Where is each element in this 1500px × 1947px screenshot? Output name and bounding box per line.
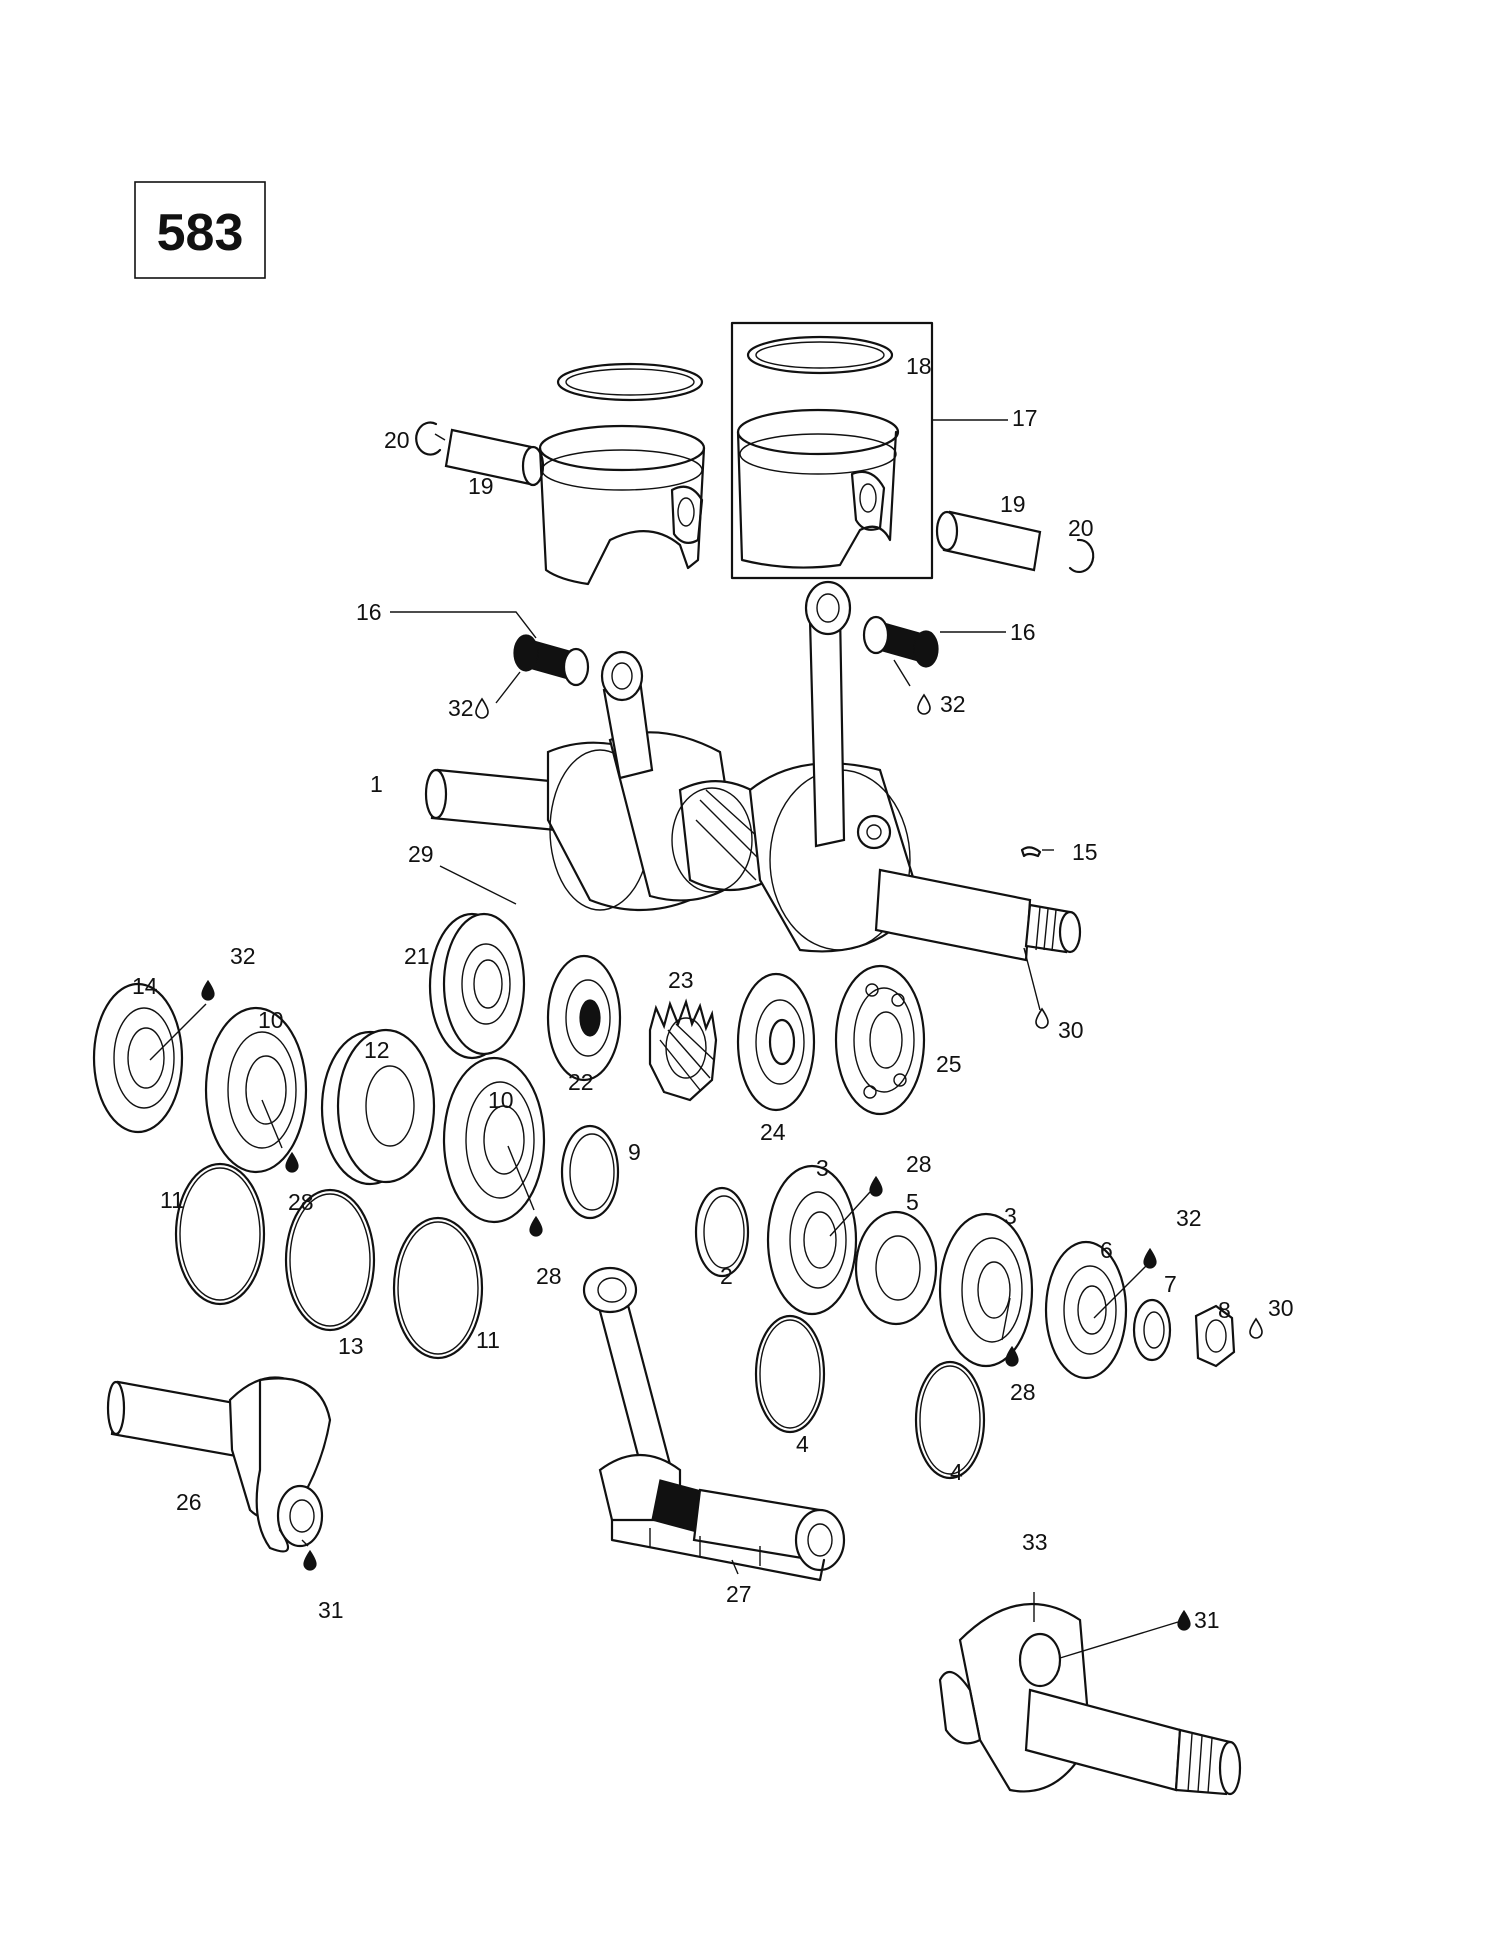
oil-drop-icon [917,694,931,715]
part-label: 2 [720,1263,733,1289]
seal-24 [736,972,816,1112]
part-label: 16 [356,599,382,625]
part-label: 30 [1058,1017,1084,1043]
part-label: 8 [1218,1297,1231,1323]
diagram-number-badge: 583 [134,181,266,279]
part-label: 29 [408,841,434,867]
part-label: 20 [1068,515,1094,541]
oil-drop-icon [1249,1318,1263,1339]
oil-drop-icon [475,698,489,719]
part-label: 14 [132,973,158,999]
bearing-3-right [938,1212,1034,1368]
part-label: 15 [1072,839,1098,865]
part-label: 6 [1100,1237,1113,1263]
grease-drop-icon [1143,1248,1157,1269]
piston-left-assembly [415,362,706,586]
part-label: 31 [1194,1607,1220,1633]
part-label: 32 [940,691,966,717]
part-label: 28 [906,1151,932,1177]
part-label: 10 [488,1087,514,1113]
part-label: 24 [760,1119,786,1145]
part-label: 21 [404,943,430,969]
part-label: 3 [1004,1203,1017,1229]
seal-6 [1044,1240,1128,1380]
part-label: 25 [936,1051,962,1077]
nut-8 [1194,1304,1236,1368]
bearing-21 [428,912,526,1060]
part-label: 10 [258,1007,284,1033]
part-label: 27 [726,1581,752,1607]
part-label: 22 [568,1069,594,1095]
o-rings-4 [754,1314,986,1480]
gear-23 [648,998,718,1102]
crank-half-33 [938,1602,1242,1796]
part-label: 7 [1164,1271,1177,1297]
part-label: 28 [536,1263,562,1289]
part-label: 32 [1176,1205,1202,1231]
part-label: 11 [160,1187,184,1213]
needle-bearing-left [513,634,590,687]
grease-drop-icon [1177,1610,1191,1631]
crank-half-26 [106,1376,332,1553]
part-label: 20 [384,427,410,453]
part-label: 18 [906,353,932,379]
part-label: 13 [338,1333,364,1359]
part-label: 9 [628,1139,641,1165]
part-label: 11 [476,1327,500,1353]
part-label: 23 [668,967,694,993]
needle-bearing-right [862,615,939,668]
part-labels: 20 19 18 17 19 20 16 16 32 32 1 15 29 21… [132,353,1294,1633]
grease-drop-icon [201,980,215,1001]
part-label: 4 [796,1431,809,1457]
leader-lines [149,419,1179,1659]
part-label: 33 [1022,1529,1048,1555]
part-label: 4 [950,1459,963,1485]
grease-drop-icon [869,1176,883,1197]
lock-washer-7 [1132,1298,1172,1362]
part-label: 12 [364,1037,390,1063]
part-label: 31 [318,1597,344,1623]
part-label: 28 [288,1189,314,1215]
part-label: 19 [1000,491,1026,517]
o-rings [174,1162,484,1360]
grease-drop-icon [303,1550,317,1571]
bearing-10-left [204,1006,308,1174]
bearing-3-left [766,1164,858,1316]
part-label: 32 [448,695,474,721]
part-label: 3 [816,1155,829,1181]
part-label: 28 [1010,1379,1036,1405]
part-label: 26 [176,1489,202,1515]
seal-14 [92,982,184,1134]
part-label: 5 [906,1189,919,1215]
grease-drop-icon [285,1152,299,1173]
shim-5 [854,1210,938,1326]
crankshaft-assembly [424,580,1082,962]
part-label: 1 [370,771,383,797]
oil-drop-icon [1035,1008,1049,1029]
bearing-10-right [442,1056,546,1224]
part-label: 32 [230,943,256,969]
seal-22 [546,954,622,1082]
bearing-12 [320,1028,436,1186]
grease-drop-icon [529,1216,543,1237]
diagram-number: 583 [157,204,244,262]
connecting-rod-27 [582,1266,846,1582]
part-label: 19 [468,473,494,499]
part-label: 16 [1010,619,1036,645]
piston-kit-right [730,321,1095,580]
part-label: 30 [1268,1295,1294,1321]
part-label: 17 [1012,405,1038,431]
shim-9 [560,1124,620,1220]
shim-2 [694,1186,750,1278]
bearing-25 [834,964,926,1116]
